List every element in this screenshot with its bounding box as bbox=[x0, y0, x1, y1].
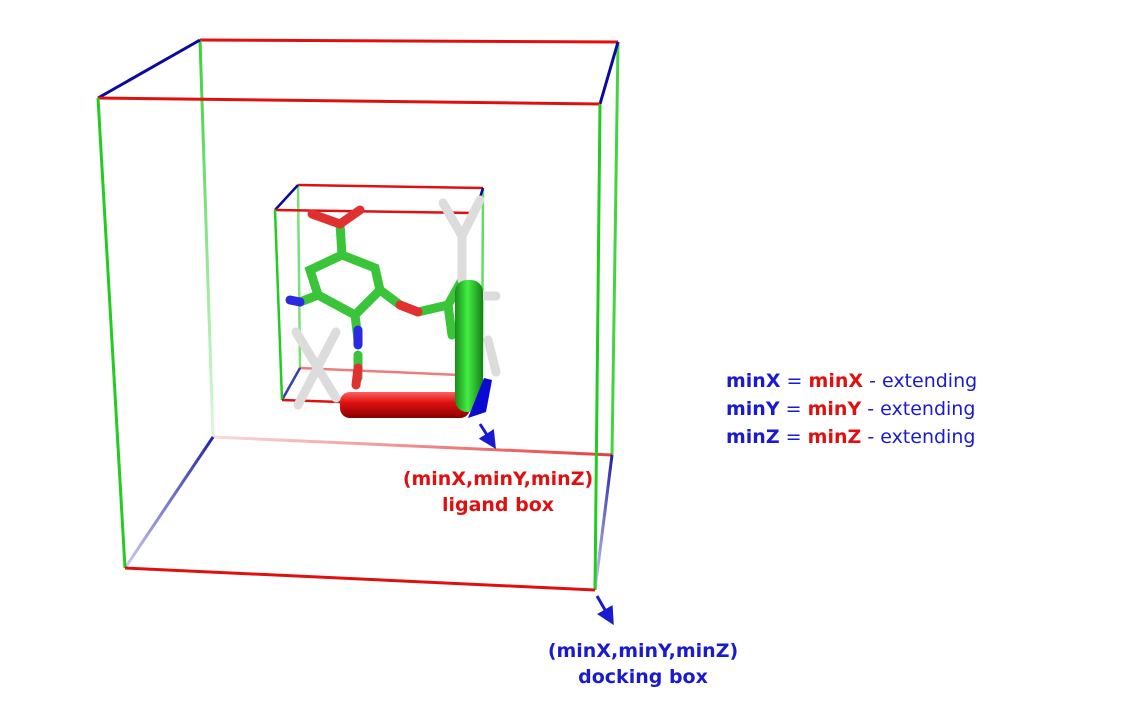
side-chain-bond bbox=[413, 300, 453, 317]
axis-cylinders bbox=[340, 280, 492, 418]
amine-nitrogen bbox=[285, 295, 305, 307]
formula-y-left: minY bbox=[726, 398, 780, 420]
ligand-caption-text: ligand box bbox=[441, 494, 555, 516]
ligand-corner-arrow bbox=[478, 423, 496, 450]
docking-box-back-right-edge bbox=[610, 41, 620, 456]
docking-box-front-top-edge bbox=[97, 96, 601, 106]
ligand-box-back-top-edge bbox=[297, 183, 484, 190]
docking-box-depth-top-right bbox=[598, 41, 620, 105]
formula-row-x: minX = minX - extending bbox=[726, 367, 977, 395]
y-stick-2 bbox=[457, 195, 485, 241]
formula-y-rest: - extending bbox=[867, 398, 976, 420]
nitrogen-bonds bbox=[285, 295, 363, 350]
ligand-box-front-bottom-edge bbox=[281, 398, 341, 404]
docking-box-back-bottom-edge bbox=[212, 435, 613, 457]
y-axis-label-sticks bbox=[438, 195, 501, 377]
docking-box-depth-bottom-right bbox=[593, 454, 614, 591]
ligand-box-depth-top-left bbox=[274, 184, 299, 211]
side-chain-bond-3 bbox=[443, 300, 457, 340]
ligand-box-depth-bottom-left bbox=[280, 367, 302, 401]
formula-y-right: minY bbox=[807, 398, 862, 420]
formula-x-eq: = bbox=[786, 370, 803, 392]
docking-box-label: (minX,minY,minZ) docking box bbox=[538, 638, 748, 690]
formula-x-right: minX bbox=[808, 370, 864, 392]
oxygen-bonds bbox=[307, 205, 423, 390]
docking-box-back-left-edge bbox=[198, 39, 215, 438]
ligand-box-front-left-edge bbox=[273, 209, 284, 401]
formula-block: minX = minX - extending minY = minY - ex… bbox=[726, 367, 977, 451]
formula-row-y: minY = minY - extending bbox=[726, 395, 977, 423]
formula-z-left: minZ bbox=[726, 426, 780, 448]
formula-y-eq: = bbox=[785, 398, 802, 420]
ligand-box-front-top-edge bbox=[274, 208, 476, 215]
x-axis-cylinder bbox=[340, 392, 470, 418]
docking-coord-text: (minX,minY,minZ) bbox=[547, 640, 739, 662]
ligand-box-label: (minX,minY,minZ) ligand box bbox=[393, 466, 603, 518]
ligand-box-back-bottom-edge bbox=[299, 366, 483, 378]
docking-box-depth-bottom-left bbox=[123, 436, 215, 569]
formula-row-z: minZ = minZ - extending bbox=[726, 423, 977, 451]
amide-oxygen bbox=[351, 363, 363, 390]
y-stick-5 bbox=[483, 335, 501, 377]
z-axis-cylinder bbox=[468, 378, 492, 418]
carboxyl-o1 bbox=[307, 209, 345, 229]
formula-z-right: minZ bbox=[807, 426, 862, 448]
docking-box-front-right-edge bbox=[593, 103, 602, 591]
docking-box-front-bottom-edge bbox=[124, 566, 596, 592]
ligand-coord-text: (minX,minY,minZ) bbox=[402, 468, 594, 490]
docking-box bbox=[96, 38, 620, 592]
formula-z-eq: = bbox=[785, 426, 802, 448]
ether-oxygen bbox=[395, 300, 423, 317]
docking-caption-text: docking box bbox=[578, 666, 708, 688]
x-stick-2 bbox=[293, 327, 341, 410]
docking-box-back-top-edge bbox=[199, 38, 619, 44]
y-stick-1 bbox=[438, 198, 467, 241]
docking-box-depth-top-left bbox=[97, 38, 201, 100]
docking-corner-arrow bbox=[595, 595, 614, 626]
y-axis-cylinder bbox=[455, 280, 483, 412]
formula-x-rest: - extending bbox=[869, 370, 978, 392]
formula-x-left: minX bbox=[726, 370, 781, 392]
docking-box-front-left-edge bbox=[96, 97, 127, 569]
ring-bonds bbox=[304, 219, 385, 321]
formula-z-rest: - extending bbox=[867, 426, 976, 448]
carboxyl-o2 bbox=[335, 205, 365, 229]
x-axis-label-sticks bbox=[291, 327, 341, 410]
